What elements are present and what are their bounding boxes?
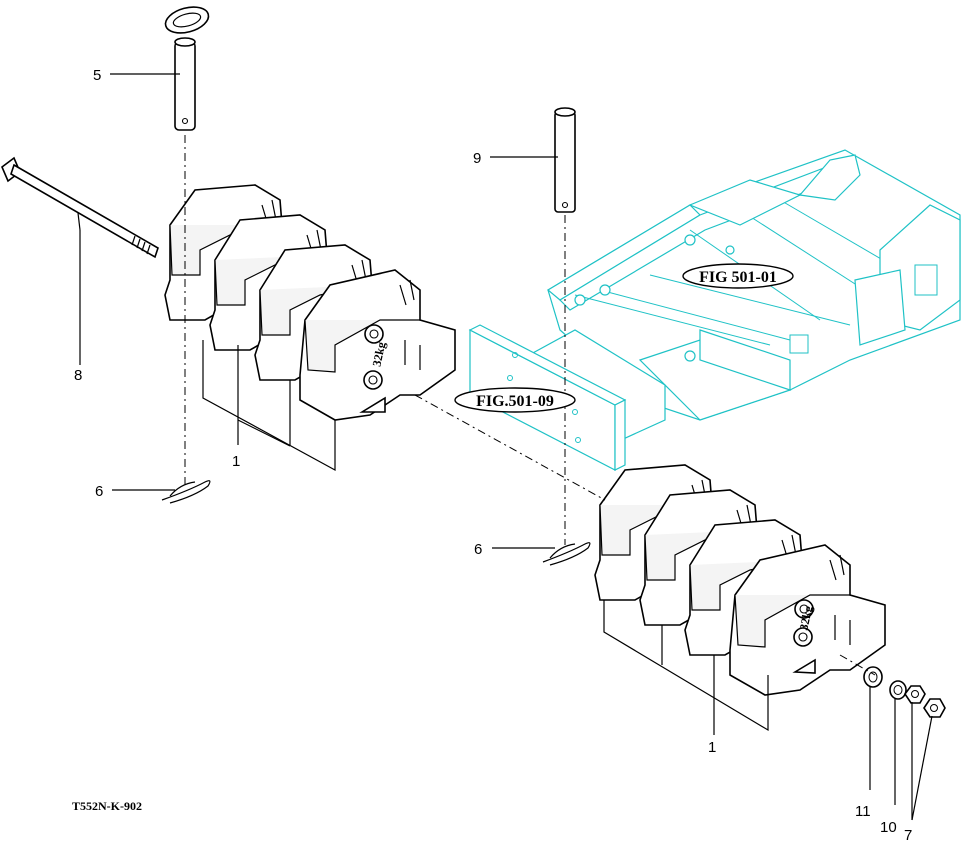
label-6-right: 6: [474, 541, 482, 558]
pin-5: [164, 6, 210, 131]
label-6-left: 6: [95, 483, 103, 500]
label-11: 11: [855, 803, 871, 820]
label-7: 7: [904, 827, 912, 844]
label-1-right: 1: [708, 739, 716, 756]
label-5: 5: [93, 67, 101, 84]
washer-11: [863, 666, 883, 688]
counterweight-stack-right: 32kg: [594, 464, 886, 696]
nut-7a: [904, 685, 926, 704]
machine-frame: [546, 149, 961, 421]
r-clip-left: [161, 480, 211, 504]
r-clip-right: [542, 542, 591, 566]
label-8: 8: [74, 367, 82, 384]
counterweight-stack-left: 32kg: [164, 184, 456, 421]
long-bolt-8: [1, 156, 159, 259]
fig-ref-501-09: FIG.501-09: [454, 387, 576, 413]
center-lines: [184, 135, 876, 676]
pin-9: [554, 107, 576, 213]
fig-ref-501-09-text: FIG.501-09: [476, 393, 554, 410]
fig-ref-501-01: FIG 501-01: [682, 263, 794, 289]
nut-7b: [923, 698, 946, 718]
fig-ref-501-01-text: FIG 501-01: [699, 269, 777, 286]
label-10: 10: [880, 819, 897, 836]
weight-mark-right: 32kg: [796, 604, 815, 631]
drawing-code: T552N-K-902: [72, 799, 142, 813]
label-9: 9: [473, 150, 481, 167]
label-1-left: 1: [232, 453, 240, 470]
lock-washer-10: [889, 680, 907, 700]
leader-lines: [77, 73, 933, 821]
weight-mark-left: 32kg: [369, 341, 388, 368]
part-labels: 5 9 8 1 6 6 1 11 10 7: [74, 67, 912, 844]
